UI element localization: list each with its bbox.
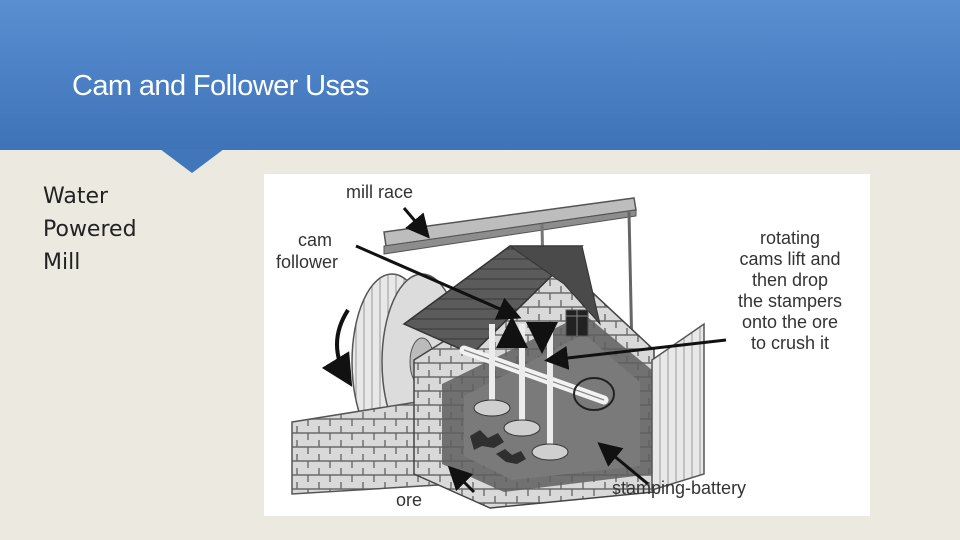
title-bar-notch [160,149,224,173]
label-rotating-6: to crush it [751,333,829,353]
body-line-2: Powered [43,217,137,242]
side-shed [651,322,705,492]
mill-diagram: mill race cam follower rotating cams lif… [264,174,870,516]
label-rotating-3: then drop [752,270,828,290]
arrow-ore [447,465,476,494]
label-cam: cam [298,230,332,250]
arrow-cam-follower [355,244,522,320]
arrow-rotating-cams [544,338,727,370]
body-line-1: Water [43,184,109,209]
slide-title: Cam and Follower Uses [72,70,369,102]
stampers [473,316,569,461]
label-rotating-1: rotating [760,228,820,248]
body-line-3: Mill [43,250,81,275]
label-stamping-battery: stamping-battery [612,478,746,498]
rotation-arrow-icon [321,308,353,387]
mill-illustration: mill race cam follower rotating cams lif… [276,182,842,510]
label-rotating-5: onto the ore [742,312,838,332]
label-rotating-2: cams lift and [739,249,840,269]
label-rotating-4: the stampers [738,291,842,311]
ore-pile [470,430,526,464]
arrow-stamping-battery [597,442,649,486]
title-bar [0,0,960,150]
label-ore: ore [396,490,422,510]
arrow-mill-race [402,207,430,239]
label-follower: follower [276,252,338,272]
camshaft [459,345,615,411]
label-mill-race: mill race [346,182,413,202]
slide-body-text: Water Powered Mill [43,180,213,279]
